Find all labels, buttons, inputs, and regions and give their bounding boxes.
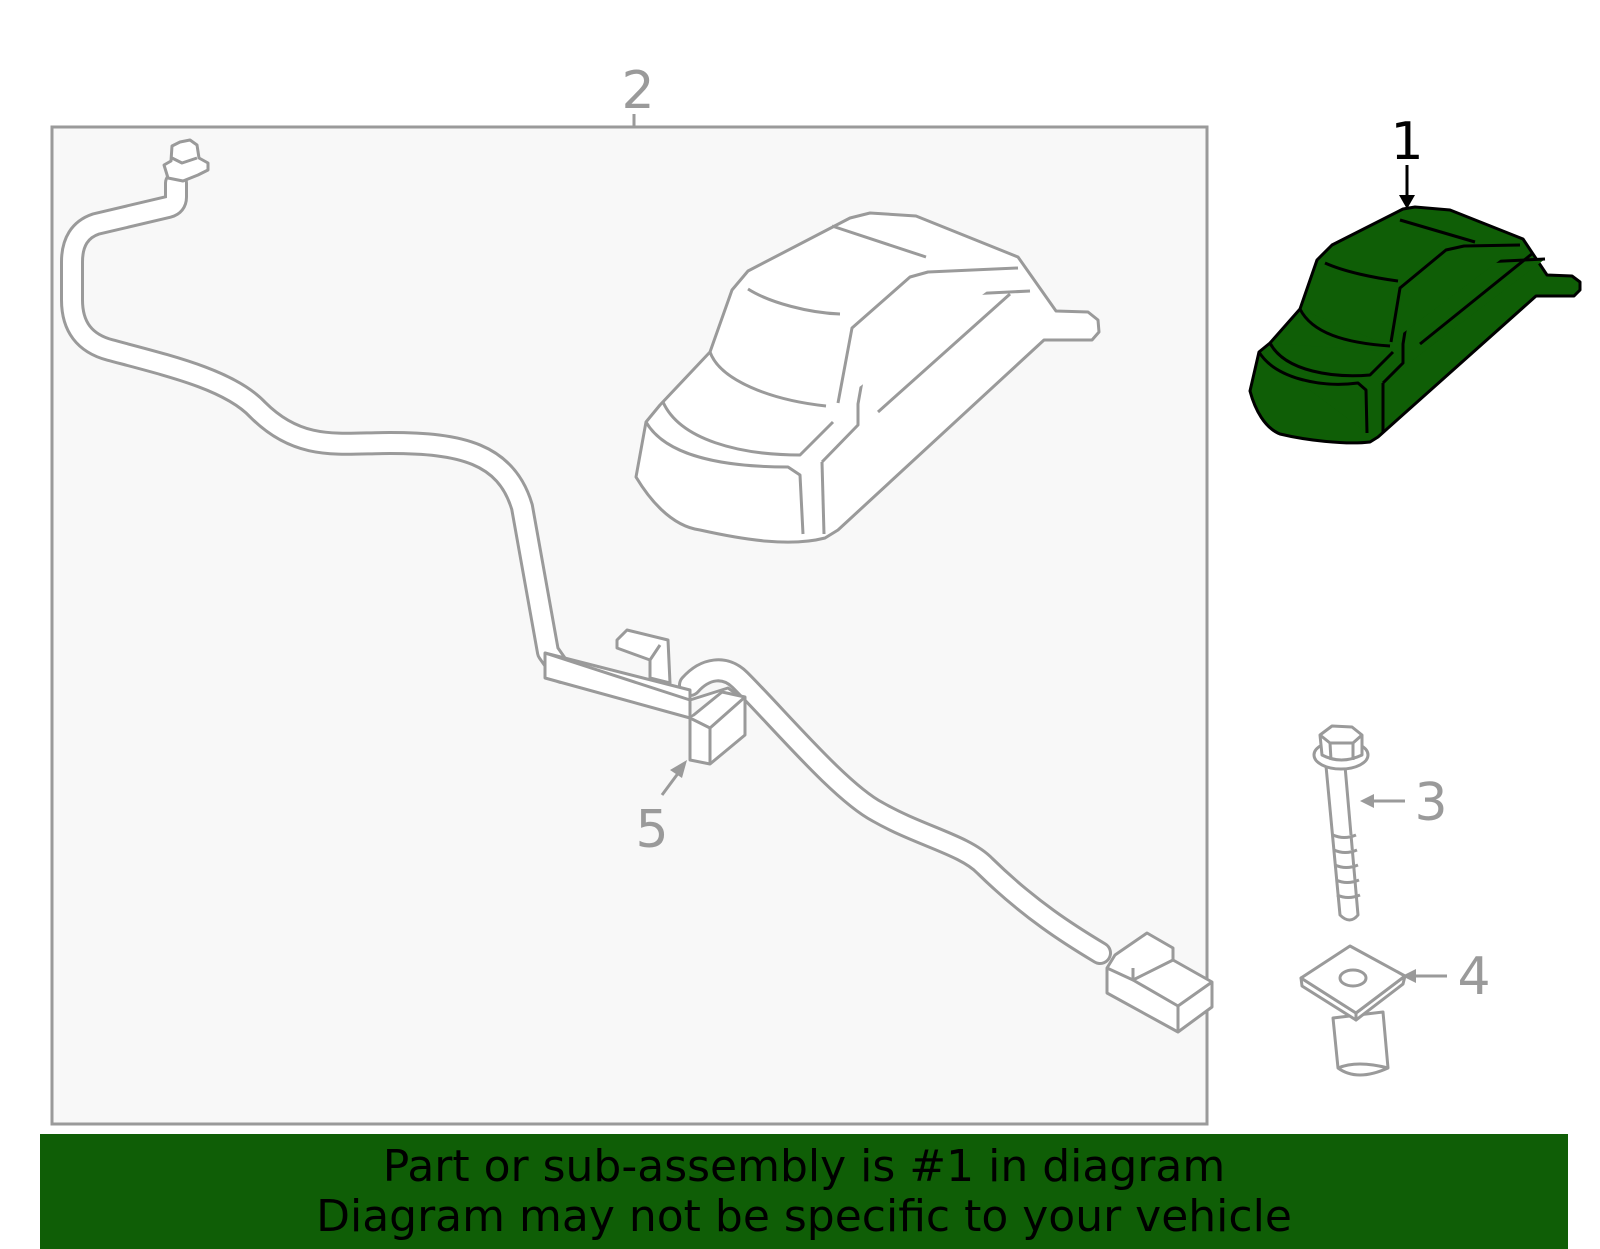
lamp-housing-outline xyxy=(634,211,1101,544)
callout-4: 4 xyxy=(1457,947,1490,1007)
callout-5: 5 xyxy=(635,800,668,860)
harness-top-connector xyxy=(162,138,210,183)
callout-3-arrow xyxy=(1360,794,1374,808)
bolt-part xyxy=(1312,724,1370,922)
callout-3: 3 xyxy=(1414,773,1447,833)
subassembly-box xyxy=(50,125,1209,1126)
callout-1-arrow xyxy=(1399,195,1415,209)
callout-2: 2 xyxy=(621,61,654,121)
harness-mid-bracket xyxy=(543,628,747,766)
callout-5-arrow xyxy=(670,760,687,778)
wiring-harness xyxy=(60,171,1112,965)
callout-4-arrow xyxy=(1402,969,1416,983)
notice-line-2: Diagram may not be specific to your vehi… xyxy=(316,1191,1292,1242)
notice-banner: Part or sub-assembly is #1 in diagram Di… xyxy=(40,1134,1568,1249)
callout-1: 1 xyxy=(1390,112,1423,172)
highlighted-lamp-part xyxy=(1248,205,1582,445)
notice-line-1: Part or sub-assembly is #1 in diagram xyxy=(382,1141,1226,1192)
harness-end-connector xyxy=(1105,931,1214,1034)
clip-nut-part xyxy=(1299,944,1407,1077)
